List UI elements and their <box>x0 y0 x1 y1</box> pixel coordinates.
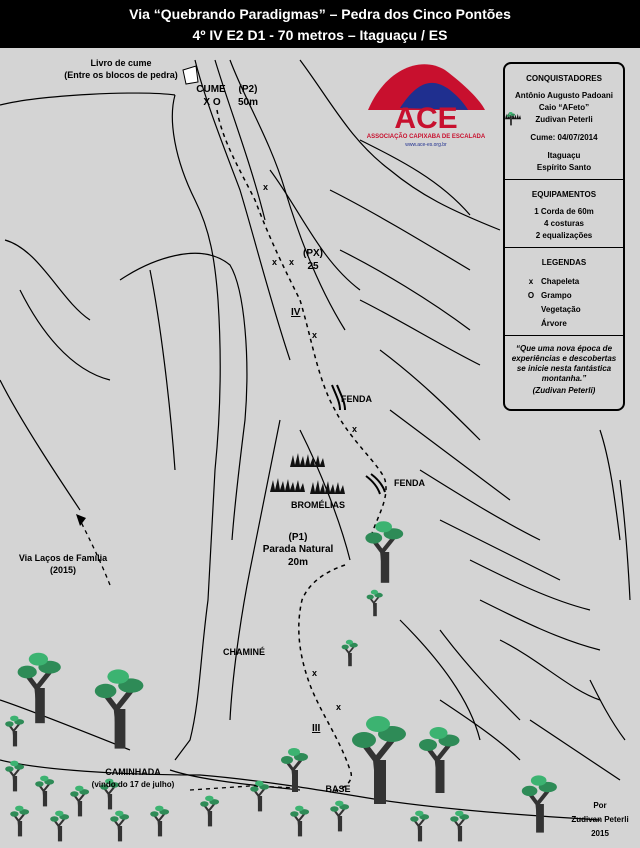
label-via-lacos-year: (2015) <box>50 565 76 575</box>
quote-section: “Que uma nova época de experiências e de… <box>505 336 623 404</box>
ace-logo-text: ACE <box>394 102 457 135</box>
legend-symbol: x <box>528 277 534 286</box>
label-cume-symbols: X O <box>203 97 220 108</box>
ace-logo: ACE ASSOCIAÇÃO CAPIXABA DE ESCALADA www.… <box>367 64 486 148</box>
bolt-marker: x <box>312 668 317 678</box>
label-livro: Livro de cume <box>90 58 151 68</box>
equipment-item: 4 costuras <box>543 219 585 228</box>
conquistadores-section: CONQUISTADORES Antônio Augusto Padoani C… <box>505 64 623 180</box>
label-fenda-2: FENDA <box>394 478 425 488</box>
label-p2: (P2) <box>239 84 258 95</box>
summit-book-rock <box>182 65 199 85</box>
topo-diagram: ACE ASSOCIAÇÃO CAPIXABA DE ESCALADA www.… <box>0 58 631 843</box>
via-lacos-line <box>79 519 111 586</box>
legend-item-arvore: Árvore <box>506 112 621 331</box>
bolt-marker: x <box>352 424 357 434</box>
conquistador-name: Antônio Augusto Padoani <box>515 91 613 100</box>
label-livro-sub: (Entre os blocos de pedra) <box>64 70 178 80</box>
equipment-item: 2 equalizações <box>535 231 593 240</box>
label-p1: (P1) <box>289 532 308 543</box>
bolt-marker: x <box>336 702 341 712</box>
bolt-marker: x <box>312 330 317 340</box>
label-caminhada: CAMINHADA <box>105 767 161 777</box>
label-p2-height: 50m <box>238 97 258 108</box>
label-via-lacos: Via Laços de Família <box>19 553 108 563</box>
equipment-item: 1 Corda de 60m <box>534 207 594 216</box>
tree-icon <box>4 521 559 843</box>
fenda-marks <box>331 384 386 495</box>
quote-author: (Zudivan Peterli) <box>532 386 596 395</box>
ace-logo-url: www.ace-es.org.br <box>405 142 447 148</box>
label-grade-iv: IV <box>291 307 301 318</box>
label-px: (PX) <box>303 248 323 259</box>
location-city: Itaguaçu <box>547 151 581 160</box>
info-panel: CONQUISTADORES Antônio Augusto Padoani C… <box>503 62 625 411</box>
credit-author: Zudivan Peterli <box>571 815 628 824</box>
legend-symbol: O <box>527 291 535 300</box>
equipment-title: EQUIPAMENTOS <box>531 190 597 199</box>
conquistadores-title: CONQUISTADORES <box>526 74 602 83</box>
legend-item-vegetacao: Vegetação <box>505 112 621 317</box>
route-title: Via “Quebrando Paradigmas” – Pedra dos C… <box>129 6 511 22</box>
rock-contours <box>0 59 631 821</box>
label-chamine: CHAMINÉ <box>223 647 265 657</box>
bolt-marker: x <box>289 257 294 267</box>
bolt-marker: x <box>272 257 277 267</box>
route-line-upper <box>216 109 387 541</box>
label-p1-name: Parada Natural <box>263 544 334 555</box>
label-base: BASE <box>325 784 350 794</box>
label-fenda-1: FENDA <box>341 394 372 404</box>
conquistador-name: Caio “AFeto” <box>538 103 590 112</box>
route-grade: 4º IV E2 D1 - 70 metros – Itaguaçu / ES <box>192 27 448 43</box>
legend-title: LEGENDAS <box>541 258 587 267</box>
vegetation-icon <box>270 453 345 494</box>
label-cume: CUME <box>196 84 226 95</box>
equipment-section: EQUIPAMENTOS 1 Corda de 60m 4 costuras 2… <box>505 180 623 248</box>
header-bar: Via “Quebrando Paradigmas” – Pedra dos C… <box>0 0 640 48</box>
credit-year: 2015 <box>591 829 609 838</box>
via-lacos-arrow <box>76 514 86 526</box>
ace-logo-subtitle: ASSOCIAÇÃO CAPIXABA DE ESCALADA <box>367 133 486 140</box>
quote-text: “Que uma nova época de experiências e de… <box>511 344 617 383</box>
label-grade-iii: III <box>312 723 321 734</box>
credit-por: Por <box>593 801 606 810</box>
label-px-height: 25 <box>307 261 319 272</box>
location-state: Espírito Santo <box>536 163 592 172</box>
label-p1-height: 20m <box>288 557 308 568</box>
bolt-marker: x <box>263 182 268 192</box>
label-caminhada-sub: (vindo do 17 de julho) <box>92 780 175 789</box>
cume-date: Cume: 04/07/2014 <box>530 133 598 142</box>
conquistador-name: Zudivan Peterli <box>535 115 593 124</box>
label-bromelias: BROMÉLIAS <box>291 500 345 510</box>
